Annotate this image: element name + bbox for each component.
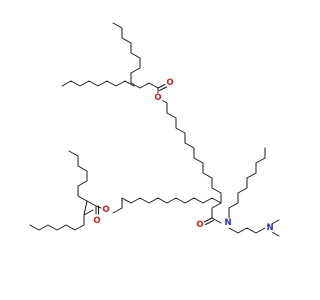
- upper-branch-chain-bonds: [61, 22, 159, 89]
- lower-c-to-alpha: [86, 200, 97, 207]
- n-nonyl-chain: [228, 147, 266, 219]
- atom-labels: O O O N N O O: [92, 78, 275, 233]
- upper-octyl-branch: [112, 22, 141, 84]
- amide-core-bonds: [203, 202, 222, 225]
- ch-to-amide-carbon: [211, 202, 222, 219]
- amide-carbon-to-n: [211, 217, 222, 224]
- amide-oxygen-label: O: [196, 220, 203, 230]
- dimethylamine-nitrogen-label: N: [266, 223, 273, 233]
- lower-decyl-linker: [121, 197, 222, 209]
- lower-ether-oxygen-label: O: [102, 205, 109, 215]
- lower-carbonyl-oxygen-label: O: [93, 216, 100, 226]
- lower-branch-chain-bonds: [29, 150, 94, 231]
- amide-nitrogen-label: N: [224, 218, 231, 228]
- amide-carbonyl-double-2: [205, 220, 214, 225]
- upper-decyl-linker: [166, 112, 222, 204]
- upper-ether-oxygen-label: O: [154, 93, 161, 103]
- upper-hexyl-branch: [61, 80, 135, 87]
- molecule-drawing: O O O N N O O: [29, 22, 280, 237]
- amide-carbonyl-double-1: [203, 217, 213, 223]
- lower-hexyl-branch: [29, 209, 94, 231]
- propyl-linker: [228, 227, 266, 234]
- upper-carbonyl-double-2: [159, 86, 168, 91]
- upper-carbonyl-double-1: [157, 83, 167, 89]
- upper-alpha-carbon-links: [130, 82, 159, 89]
- molecule-svg: O O O N N O O: [29, 22, 280, 237]
- upper-carbonyl-oxygen-label: O: [166, 78, 173, 88]
- lower-octyl-branch: [68, 150, 88, 202]
- lower-chain-to-ester-o: [112, 207, 123, 214]
- lower-alpha-link: [83, 200, 88, 216]
